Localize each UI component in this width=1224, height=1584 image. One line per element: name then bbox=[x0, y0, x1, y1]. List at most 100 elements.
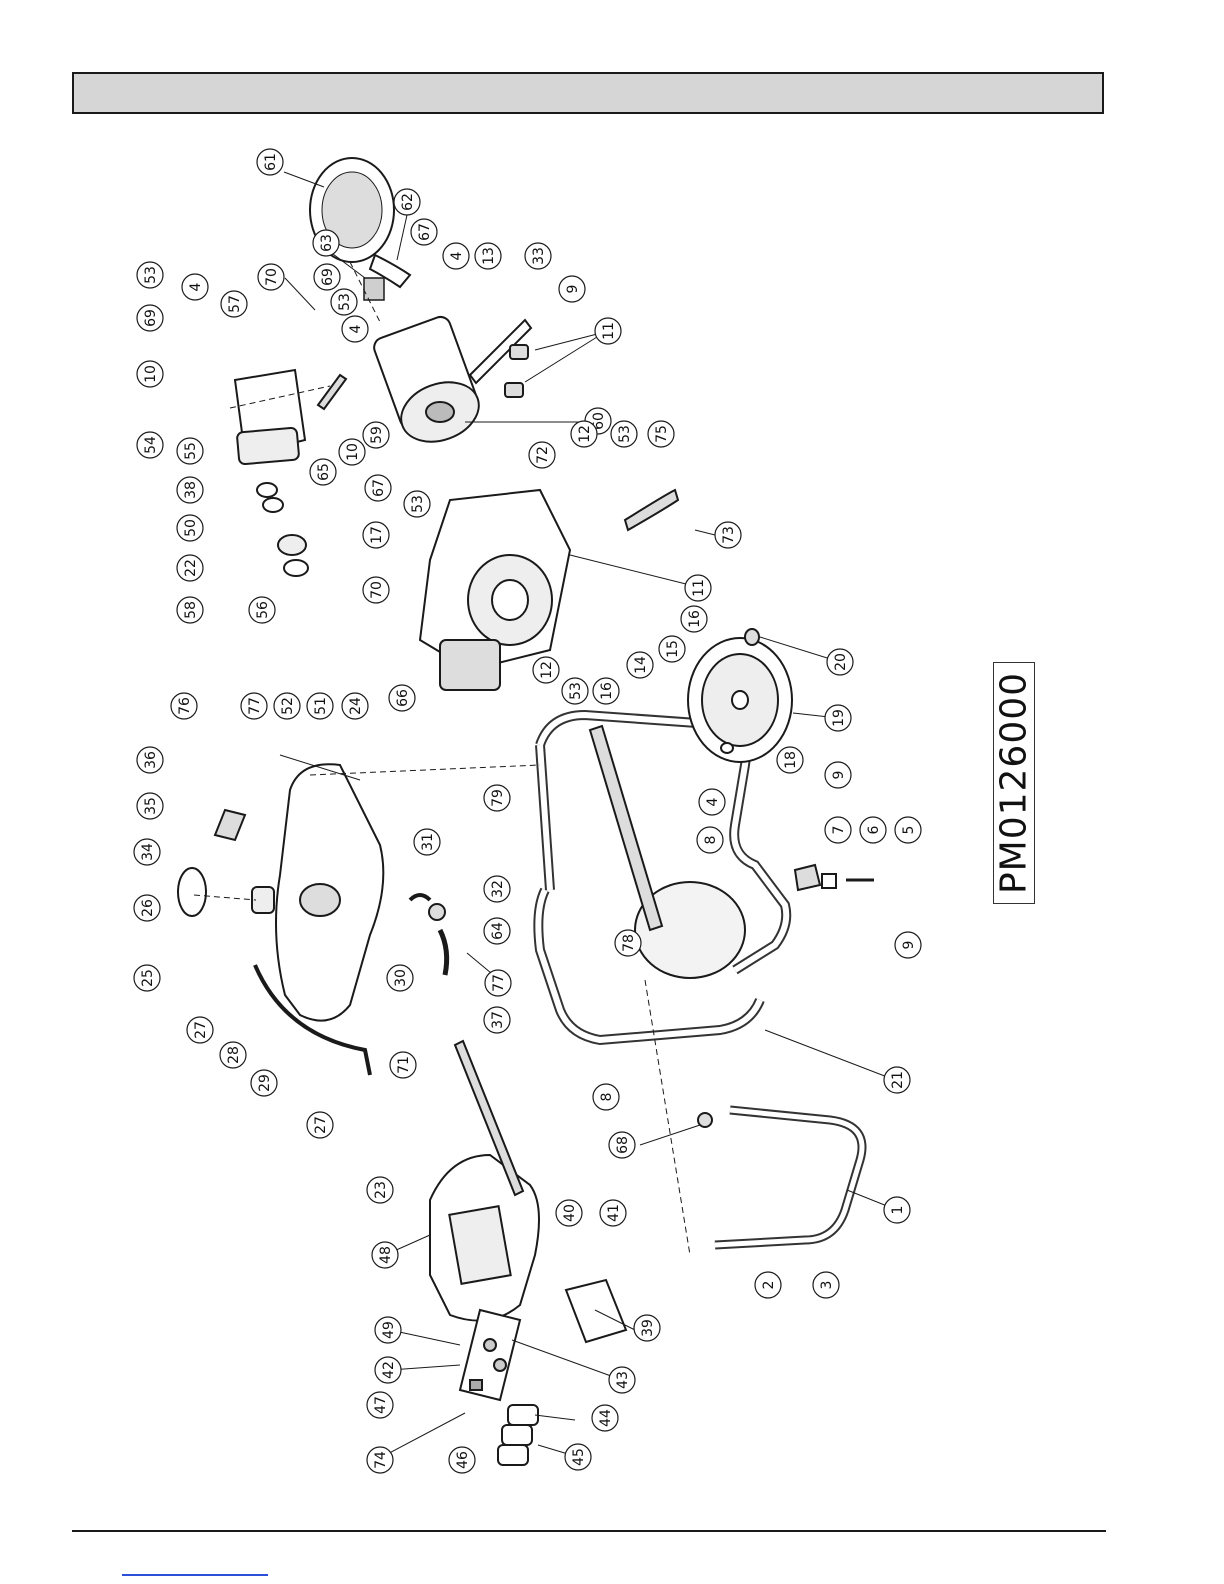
callout-label: 69 bbox=[320, 268, 336, 286]
part-grommet-32 bbox=[429, 904, 445, 920]
part-cross-bar bbox=[590, 726, 662, 930]
callout-55: 55 bbox=[177, 438, 203, 464]
callout-label: 76 bbox=[177, 697, 193, 715]
callout-4c: 4 bbox=[342, 316, 368, 342]
callout-37: 37 bbox=[484, 1007, 510, 1033]
part-control-housing bbox=[430, 1155, 539, 1321]
callout-78: 78 bbox=[615, 930, 641, 956]
callout-label: 22 bbox=[183, 559, 199, 577]
callout-label: 13 bbox=[481, 247, 497, 265]
callout-label: 53 bbox=[617, 425, 633, 443]
callout-label: 16 bbox=[687, 610, 703, 628]
callout-label: 10 bbox=[143, 365, 159, 383]
callout-label: 53 bbox=[568, 682, 584, 700]
callout-label: 18 bbox=[783, 751, 799, 769]
part-number-label: PM0126000 bbox=[994, 672, 1035, 894]
part-frame bbox=[538, 715, 786, 1040]
callout-6: 6 bbox=[860, 817, 886, 843]
callout-label: 61 bbox=[263, 153, 279, 171]
callout-label: 53 bbox=[337, 293, 353, 311]
callout-label: 4 bbox=[449, 251, 465, 260]
callout-label: 34 bbox=[140, 843, 156, 861]
callout-5: 5 bbox=[895, 817, 921, 843]
callout-47: 47 bbox=[367, 1392, 393, 1418]
callout-label: 4 bbox=[188, 282, 204, 291]
callout-label: 37 bbox=[490, 1011, 506, 1029]
callout-label: 78 bbox=[621, 934, 637, 952]
callout-label: 74 bbox=[373, 1451, 389, 1469]
callout-54: 54 bbox=[137, 432, 163, 458]
part-clamp-63 bbox=[364, 278, 384, 300]
callout-label: 27 bbox=[193, 1021, 209, 1039]
callout-label: 33 bbox=[531, 247, 547, 265]
callout-8b: 8 bbox=[593, 1084, 619, 1110]
part-hose-64 bbox=[440, 930, 447, 975]
callout-53e: 53 bbox=[404, 491, 430, 517]
callout-76: 76 bbox=[171, 693, 197, 719]
callout-3: 3 bbox=[813, 1272, 839, 1298]
footer-rule bbox=[72, 1530, 1106, 1532]
callout-label: 6 bbox=[866, 825, 882, 834]
callout-label: 9 bbox=[831, 771, 847, 780]
callout-23: 23 bbox=[367, 1177, 393, 1203]
callout-label: 52 bbox=[280, 697, 296, 715]
callout-25: 25 bbox=[134, 965, 160, 991]
callout-label: 75 bbox=[654, 425, 670, 443]
callout-4a: 4 bbox=[443, 243, 469, 269]
callout-58: 58 bbox=[177, 597, 203, 623]
callout-44: 44 bbox=[592, 1405, 618, 1431]
callout-label: 58 bbox=[183, 601, 199, 619]
callout-11b: 11 bbox=[685, 575, 711, 601]
callout-51: 51 bbox=[307, 693, 333, 719]
callout-20: 20 bbox=[827, 649, 853, 675]
callout-label: 2 bbox=[761, 1281, 777, 1290]
callout-38: 38 bbox=[177, 477, 203, 503]
callout-40: 40 bbox=[556, 1200, 582, 1226]
callout-label: 9 bbox=[565, 285, 581, 294]
footer-link-underline[interactable] bbox=[122, 1574, 268, 1576]
callout-label: 47 bbox=[373, 1396, 389, 1414]
callout-8a: 8 bbox=[697, 827, 723, 853]
part-strap-73 bbox=[625, 490, 678, 530]
part-fuel-gauge bbox=[215, 810, 245, 840]
callout-label: 4 bbox=[348, 324, 364, 333]
assembly-line-c bbox=[310, 765, 540, 775]
callout-10a: 10 bbox=[137, 361, 163, 387]
callout-label: 26 bbox=[140, 899, 156, 917]
callout-label: 49 bbox=[381, 1321, 397, 1339]
callout-label: 11 bbox=[691, 579, 707, 597]
callout-label: 57 bbox=[227, 295, 243, 313]
callout-label: 62 bbox=[400, 193, 416, 211]
part-spacer-6 bbox=[822, 874, 836, 888]
callout-1: 1 bbox=[884, 1197, 910, 1223]
assembly-line-e bbox=[645, 980, 690, 1255]
callout-label: 8 bbox=[703, 836, 719, 845]
callout-4d: 4 bbox=[699, 789, 725, 815]
callout-label: 55 bbox=[183, 442, 199, 460]
callout-52: 52 bbox=[274, 693, 300, 719]
part-outlet-cover-45a bbox=[502, 1425, 532, 1445]
callout-56: 56 bbox=[249, 597, 275, 623]
callout-45: 45 bbox=[565, 1444, 591, 1470]
callout-label: 73 bbox=[721, 526, 737, 544]
callout-label: 5 bbox=[901, 826, 917, 835]
callout-48: 48 bbox=[372, 1242, 398, 1268]
callout-28: 28 bbox=[220, 1042, 246, 1068]
callout-label: 70 bbox=[264, 268, 280, 286]
part-mount-11a bbox=[510, 345, 528, 359]
callout-label: 65 bbox=[316, 463, 332, 481]
callout-9a: 9 bbox=[559, 276, 585, 302]
callout-label: 8 bbox=[599, 1093, 615, 1102]
callout-73: 73 bbox=[715, 522, 741, 548]
callout-label: 10 bbox=[345, 443, 361, 461]
callout-label: 50 bbox=[183, 519, 199, 537]
callout-53d: 53 bbox=[331, 289, 357, 315]
callout-label: 46 bbox=[455, 1451, 471, 1469]
callout-label: 44 bbox=[598, 1409, 614, 1427]
callout-label: 27 bbox=[313, 1116, 329, 1134]
callout-17: 17 bbox=[363, 522, 389, 548]
callout-label: 56 bbox=[255, 601, 271, 619]
callout-label: 77 bbox=[491, 974, 507, 992]
callout-2: 2 bbox=[755, 1272, 781, 1298]
callout-26: 26 bbox=[134, 895, 160, 921]
